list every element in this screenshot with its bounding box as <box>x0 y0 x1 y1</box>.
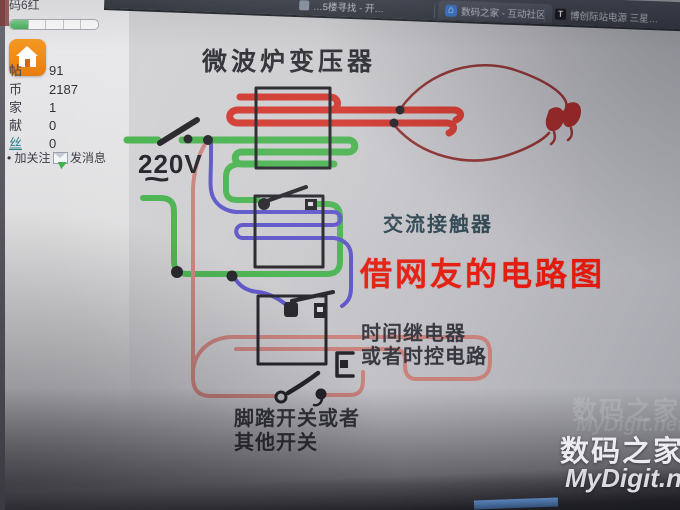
junction-dot <box>395 105 405 115</box>
welding-electrode-left <box>545 107 565 132</box>
mains-switch-contact <box>183 134 193 144</box>
junction-dot <box>226 270 238 282</box>
red-output-bars <box>226 106 464 137</box>
contact-hole <box>317 307 323 312</box>
home-icon: ⌂ <box>444 3 458 17</box>
junction-dot <box>389 118 399 128</box>
contactor-lever <box>265 185 308 203</box>
footswitch-contact-right <box>315 388 327 400</box>
pink-wire-left-loop <box>191 142 276 398</box>
electrode-tip-right <box>566 126 574 142</box>
label-contactor: 交流接触器 <box>383 214 493 236</box>
junction-dot <box>171 266 183 278</box>
tab-title: 数码之家 - 互动社区 <box>460 6 546 21</box>
ac-tilde-icon: ~ <box>143 163 170 196</box>
electrode-lead-lower <box>393 124 551 162</box>
connector-dot <box>340 360 348 368</box>
label-transformer: 微波炉变压器 <box>202 48 377 76</box>
electrode-tip-left <box>549 130 557 146</box>
tab-title: 博创际站电源 三星… <box>569 10 659 25</box>
label-credit: 借网友的电路图 <box>360 256 606 292</box>
footswitch-lever <box>285 370 321 396</box>
label-relay-line2: 或者时控电路 <box>361 346 487 368</box>
blue-wire-relay-return <box>234 278 290 308</box>
label-footswitch-line2: 其他开关 <box>234 432 318 454</box>
contact-hole <box>308 202 313 206</box>
blue-contactor-coil <box>234 210 343 240</box>
green-wire-primary-exit <box>223 161 261 203</box>
tab-title: …5楼寻找 - 开… <box>312 1 385 15</box>
junction-dot <box>203 135 213 145</box>
relay-contact-left <box>284 302 298 317</box>
photo-left-edge <box>0 0 5 510</box>
browser-tab-3[interactable]: T 博创际站电源 三星… <box>548 4 666 27</box>
browser-tab-2[interactable]: ⌂ 数码之家 - 互动社区 <box>437 0 553 24</box>
footswitch-contact-left <box>274 390 288 404</box>
corner-fragment <box>0 0 9 26</box>
tab-separator <box>433 3 436 19</box>
t-icon: T <box>554 8 567 20</box>
page-icon <box>299 0 310 10</box>
browser-tab-1[interactable]: …5楼寻找 - 开… <box>292 0 391 17</box>
